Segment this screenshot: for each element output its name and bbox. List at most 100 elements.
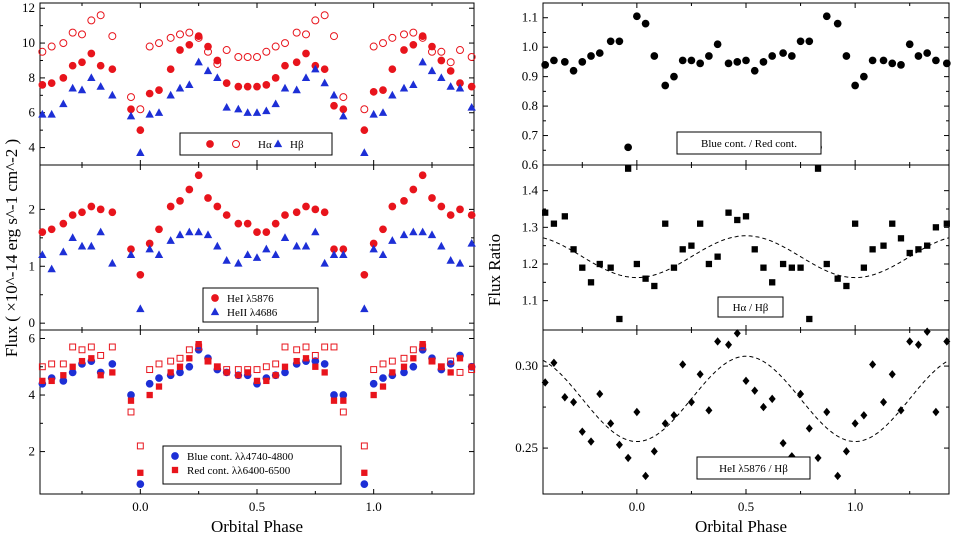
data-point — [204, 194, 212, 202]
data-point — [662, 220, 669, 227]
series-left-top-2 — [38, 57, 476, 156]
data-point — [842, 52, 851, 60]
data-point — [750, 66, 759, 75]
data-point — [262, 363, 270, 371]
data-point — [204, 357, 212, 365]
data-point — [38, 81, 47, 89]
series-right-mid-0 — [542, 165, 950, 323]
data-point — [262, 228, 271, 236]
data-point — [607, 264, 614, 271]
data-point — [542, 209, 549, 216]
data-point — [759, 402, 767, 412]
data-point — [437, 73, 446, 82]
data-point — [561, 393, 569, 402]
data-point — [370, 366, 378, 374]
y-axis-title-right: Flux Ratio — [485, 234, 504, 306]
data-point — [742, 56, 750, 65]
data-point — [59, 74, 68, 82]
series-left-top-0 — [38, 32, 476, 135]
data-point — [733, 58, 742, 66]
data-point — [437, 241, 446, 250]
data-point — [687, 397, 695, 407]
data-point — [213, 73, 222, 82]
data-point — [166, 33, 175, 42]
data-point — [176, 46, 184, 54]
data-point — [194, 33, 203, 42]
panel-right-mid: 1.11.21.31.4Hα / Hβ — [522, 164, 950, 331]
data-point — [624, 165, 632, 172]
data-point — [302, 202, 310, 211]
data-point — [379, 86, 387, 94]
data-point — [244, 366, 252, 374]
data-point — [759, 58, 768, 66]
legend-marker — [210, 307, 220, 316]
data-point — [906, 249, 913, 257]
data-point — [59, 377, 68, 385]
legend-frame — [202, 287, 319, 323]
data-point — [234, 82, 243, 91]
data-point — [679, 246, 686, 253]
x-axis-title-left: Orbital Phase — [211, 517, 303, 536]
legend-right-bot: HeI λ5876 / Hβ — [696, 456, 811, 480]
data-point — [127, 105, 135, 114]
data-point — [204, 47, 212, 56]
data-point — [880, 397, 888, 407]
data-point — [834, 275, 841, 282]
data-point — [195, 343, 203, 351]
data-point — [145, 239, 154, 248]
data-point — [302, 355, 310, 362]
data-point — [68, 211, 77, 219]
data-point — [194, 57, 203, 66]
data-point — [234, 366, 242, 374]
data-point — [137, 469, 144, 476]
data-point — [78, 357, 86, 365]
data-point — [185, 80, 194, 89]
data-point — [87, 73, 96, 82]
data-point — [360, 148, 369, 156]
data-point — [369, 379, 378, 388]
data-point — [320, 11, 329, 20]
data-point — [271, 74, 280, 82]
series-left-top-1 — [38, 11, 476, 114]
data-point — [127, 245, 135, 254]
x-tick-label: 0.0 — [132, 499, 148, 514]
legend-label: Red cont. λλ6400-6500 — [187, 465, 291, 477]
data-point — [262, 244, 271, 253]
data-point — [409, 185, 418, 194]
data-point — [214, 363, 221, 370]
data-point — [541, 61, 550, 69]
data-point — [879, 56, 888, 65]
data-point — [842, 447, 850, 456]
y-tick-label: 0.9 — [522, 69, 538, 84]
y-tick-label: 4 — [29, 387, 36, 402]
data-point — [271, 42, 280, 51]
data-point — [779, 49, 787, 57]
data-point — [587, 437, 595, 446]
data-point — [59, 360, 67, 368]
data-point — [578, 58, 587, 66]
data-point — [145, 89, 154, 98]
data-point — [87, 343, 95, 351]
data-point — [400, 368, 408, 377]
data-point — [222, 102, 231, 111]
data-point — [914, 340, 922, 349]
data-point — [339, 250, 348, 259]
data-point — [146, 366, 154, 374]
data-point — [399, 83, 409, 92]
data-point — [409, 80, 418, 89]
data-point — [633, 12, 641, 21]
data-point — [340, 397, 347, 404]
data-point — [370, 391, 377, 399]
data-point — [661, 81, 670, 90]
data-point — [369, 109, 378, 118]
data-point — [293, 357, 300, 365]
data-point — [823, 260, 830, 268]
data-point — [388, 65, 397, 74]
data-point — [243, 219, 252, 228]
data-point — [47, 79, 56, 87]
data-point — [437, 202, 446, 211]
data-point — [642, 275, 649, 282]
data-point — [579, 264, 586, 271]
data-point — [456, 205, 464, 214]
data-point — [860, 411, 868, 420]
